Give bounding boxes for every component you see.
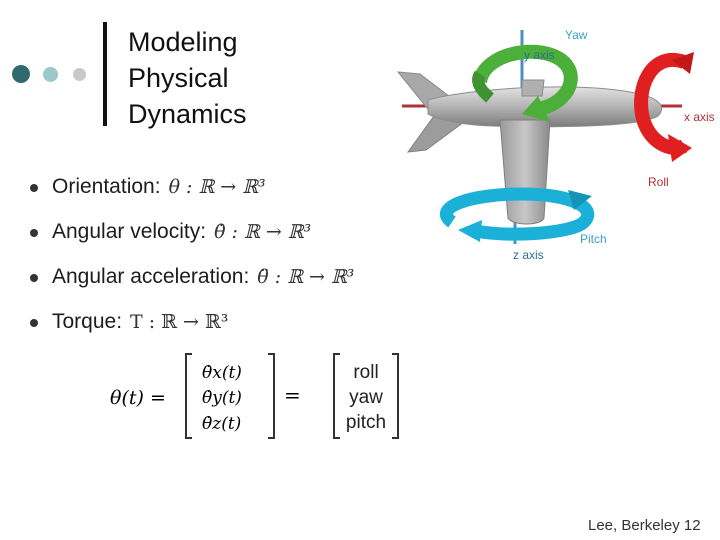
title-line-3: Dynamics [128,99,247,129]
left-matrix-bracket-close [268,353,275,439]
slide-title: Modeling Physical Dynamics [128,24,247,132]
airplane-rotation-diagram: Yaw y axis x axis Roll Pitch z axis [396,28,715,262]
decorative-dot-gray [73,68,86,81]
equation-name-roll: roll [353,362,378,383]
bullet-label: Angular velocity: [52,219,207,243]
title-line-2: Physical [128,63,229,93]
bullet-marker [30,228,38,237]
equation-name-yaw: yaw [349,387,383,408]
bullet-math: θ̇ : ℝ → ℝ³ [214,220,312,243]
airplane-wing-top [521,79,545,97]
bullet-math: θ̈ : ℝ → ℝ³ [257,265,355,288]
equation-equals: = [284,383,301,407]
x-axis-label: x axis [684,110,715,124]
bullet-math: θ : ℝ → ℝ³ [168,175,266,198]
bullet-angular-acceleration: Angular acceleration: θ̈ : ℝ → ℝ³ [30,254,354,299]
roll-rotation-arrow [634,52,694,162]
bullet-marker [30,183,38,192]
decorative-dot-dark [12,65,30,83]
roll-label: Roll [648,175,669,189]
y-axis-label: y axis [524,48,555,62]
title-line-1: Modeling [128,27,238,57]
bullet-label: Torque: [52,309,123,333]
equation-component-y: θ̇y(t) [202,388,242,408]
bullet-label: Angular acceleration: [52,264,250,288]
z-axis-label: z axis [513,248,544,262]
right-matrix-bracket-open [333,353,340,439]
equation-name-pitch: pitch [346,412,386,433]
equation-component-z: θ̇z(t) [202,414,241,434]
bullet-angular-velocity: Angular velocity: θ̇ : ℝ → ℝ³ [30,209,354,254]
bullet-label: Orientation: [52,174,161,198]
bullet-math: T : ℝ → ℝ³ [130,310,229,333]
equation-component-x: θ̇x(t) [202,363,242,383]
yaw-rotation-arrow [472,44,578,122]
bullet-list: Orientation: θ : ℝ → ℝ³ Angular velocity… [30,164,354,344]
left-matrix-bracket-open [185,353,192,439]
yaw-label: Yaw [565,28,588,42]
right-matrix-bracket-close [392,353,399,439]
bullet-orientation: Orientation: θ : ℝ → ℝ³ [30,164,354,209]
orientation-equation: θ(t) = θ̇x(t) θ̇y(t) θ̇z(t) = roll yaw p… [110,353,399,439]
bullet-torque: Torque: T : ℝ → ℝ³ [30,299,354,344]
slide-footer: Lee, Berkeley 12 [588,517,701,534]
title-divider [103,22,107,126]
bullet-marker [30,318,38,327]
bullet-marker [30,273,38,282]
equation-lhs: θ(t) = [110,387,166,409]
pitch-label: Pitch [580,232,607,246]
pitch-rotation-arrow [440,187,595,242]
airplane-wing [499,119,551,225]
decorative-dot-teal [43,67,58,82]
